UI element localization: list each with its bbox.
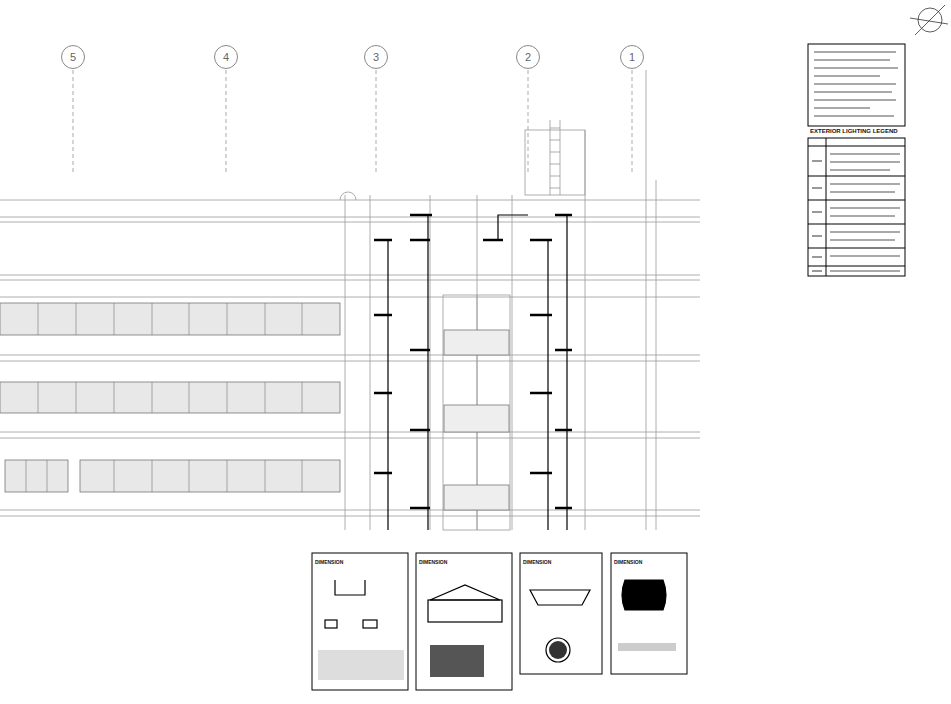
detail-heading: DIMENSION	[522, 560, 552, 566]
grid-bubble: 5	[61, 45, 85, 69]
legend-title: EXTERIOR LIGHTING LEGEND	[809, 128, 899, 135]
grid-bubble: 1	[620, 45, 644, 69]
grid-bubble: 2	[516, 45, 540, 69]
grid-number: 5	[70, 51, 76, 63]
detail-heading: DIMENSION	[418, 560, 448, 566]
grid-number: 2	[525, 51, 531, 63]
detail-heading: DIMENSION	[613, 560, 643, 566]
detail-heading: DIMENSION	[314, 560, 344, 566]
grid-number: 3	[373, 51, 379, 63]
grid-bubble: 3	[364, 45, 388, 69]
grid-number: 4	[223, 51, 229, 63]
grid-bubble: 4	[214, 45, 238, 69]
grid-number: 1	[629, 51, 635, 63]
